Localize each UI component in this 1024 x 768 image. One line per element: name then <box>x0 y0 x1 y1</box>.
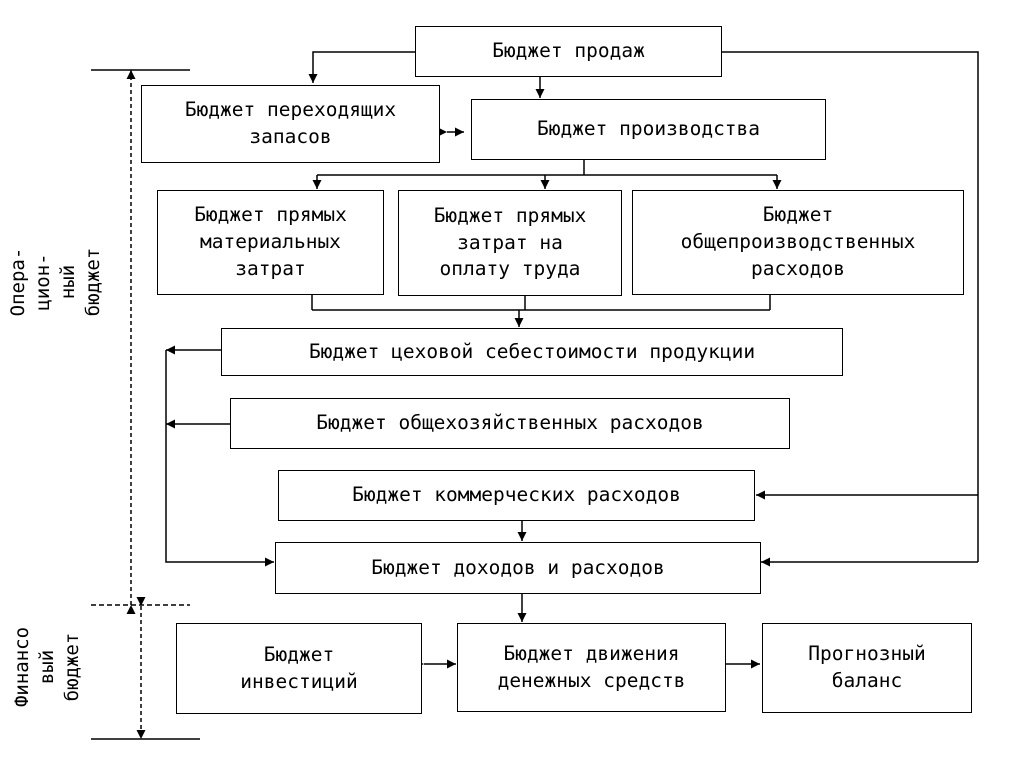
arrow-sales-to-carryover <box>308 51 415 83</box>
direct-labor-budget-box: Бюджет прямых затрат на оплату труда <box>398 190 622 296</box>
cash-flow-budget-box: Бюджет движения денежных средств <box>457 623 726 712</box>
income-expenses-budget-box: Бюджет доходов и расходов <box>275 542 761 594</box>
production-budget-box: Бюджет производства <box>471 99 826 160</box>
admin-expenses-budget-box: Бюджет общехозяйственных расходов <box>230 398 790 449</box>
shop-cost-budget-box: Бюджет цеховой себестоимости продукции <box>221 328 843 376</box>
operational-budget-label: Опера- цион- ный бюджет <box>7 247 105 317</box>
direct-materials-budget-box: Бюджет прямых материальных затрат <box>157 190 384 295</box>
carryover-stock-budget-box: Бюджет переходящих запасов <box>141 85 440 163</box>
selling-expenses-budget-box: Бюджет коммерческих расходов <box>278 470 755 521</box>
financial-budget-label: Финансо вый бюджет <box>11 626 84 708</box>
line-left-collector <box>165 350 274 567</box>
overhead-budget-box: Бюджет общепроизводственных расходов <box>632 190 964 295</box>
sales-budget-box: Бюджет продаж <box>415 26 722 77</box>
line-sales-right <box>722 51 979 562</box>
investments-budget-box: Бюджет инвестиций <box>176 623 422 714</box>
forecast-balance-box: Прогнозный баланс <box>762 623 972 713</box>
